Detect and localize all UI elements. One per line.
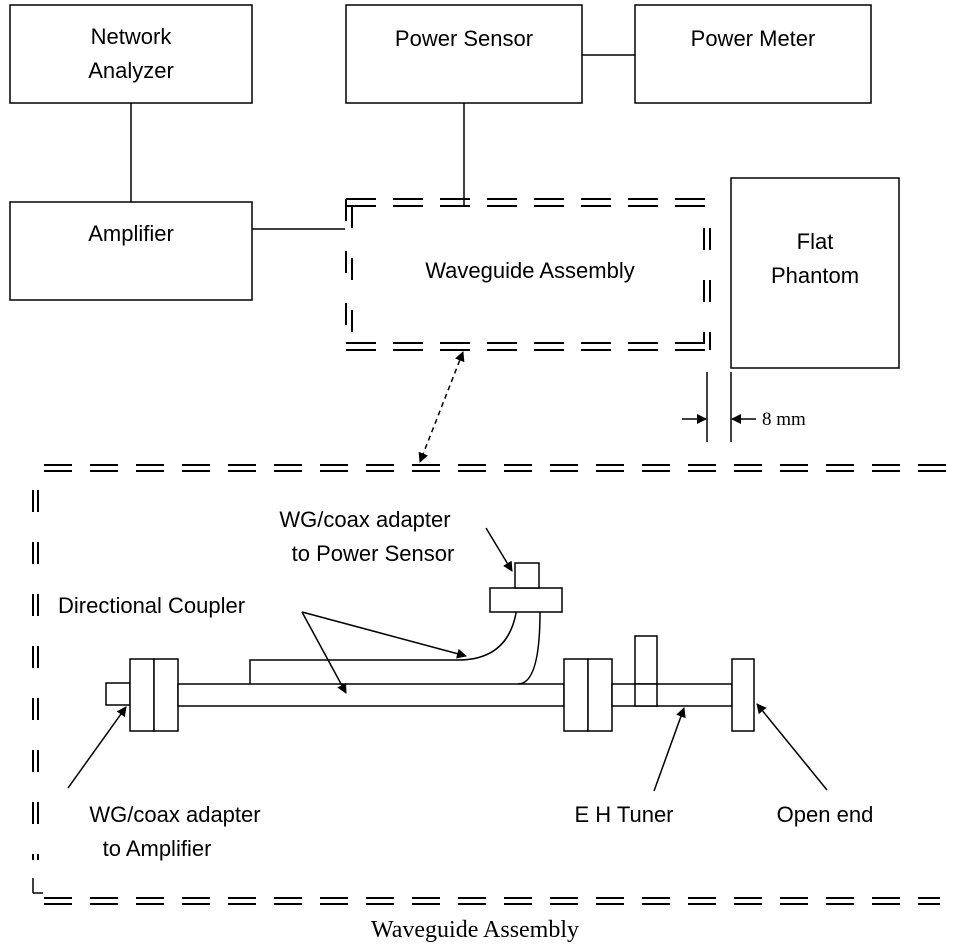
adapter-power-sensor-label-line1: WG/coax adapter (279, 507, 450, 532)
power-sensor-block: Power Sensor (345, 4, 583, 104)
waveguide-assembly-label: Waveguide Assembly (425, 258, 635, 283)
adapter-power-sensor-flange (489, 587, 563, 613)
callout-open-end (756, 703, 828, 791)
coupler-arm-inner (517, 611, 541, 685)
power-meter-label: Power Meter (691, 26, 816, 51)
adapter-amplifier-flange-right (153, 658, 179, 732)
open-end-flange (731, 658, 755, 732)
detail-frame (32, 464, 962, 905)
flange-left (563, 658, 589, 732)
main-waveguide (177, 683, 565, 707)
flat-phantom-label-line1: Flat (797, 229, 834, 254)
open-end-label: Open end (777, 802, 874, 827)
network-analyzer-label-line1: Network (91, 24, 173, 49)
tuner-stub-base (634, 683, 658, 707)
adapter-amplifier-label-line1: WG/coax adapter (89, 802, 260, 827)
coupler-arm-outer (249, 589, 519, 684)
flat-phantom-label-line2: Phantom (771, 263, 859, 288)
callout-coupler-main (301, 611, 347, 694)
adapter-amplifier-stub (105, 682, 131, 706)
figure-caption: Waveguide Assembly (371, 917, 579, 943)
directional-coupler-label: Directional Coupler (58, 593, 245, 618)
callout-adapter-power-sensor (485, 527, 513, 572)
amplifier-label: Amplifier (88, 221, 174, 246)
callout-eh-tuner (653, 707, 686, 792)
tuner-waveguide (611, 683, 733, 707)
power-meter-block: Power Meter (634, 4, 872, 104)
adapter-power-sensor-label-line2: to Power Sensor (292, 541, 455, 566)
callout-coupler-arm (301, 611, 467, 659)
adapter-power-sensor-stub (514, 562, 540, 589)
amplifier-block: Amplifier (9, 201, 253, 301)
tuner-stub-top (634, 635, 658, 685)
spacing-indicator: 8 mm (682, 372, 806, 442)
waveguide-hardware (105, 562, 755, 732)
power-sensor-label: Power Sensor (395, 26, 533, 51)
adapter-amplifier-flange-left (129, 658, 155, 732)
callout-adapter-amplifier (67, 706, 127, 789)
detail-link-arrow (418, 351, 465, 463)
flange-right (587, 658, 613, 732)
network-analyzer-block: Network Analyzer (9, 4, 253, 104)
adapter-amplifier-label-line2: to Amplifier (103, 836, 212, 861)
network-analyzer-label-line2: Analyzer (88, 58, 174, 83)
spacing-label: 8 mm (762, 409, 806, 430)
flat-phantom-block: Flat Phantom (730, 177, 900, 369)
waveguide-assembly-block: Waveguide Assembly (345, 198, 711, 351)
eh-tuner-label: E H Tuner (574, 802, 673, 827)
